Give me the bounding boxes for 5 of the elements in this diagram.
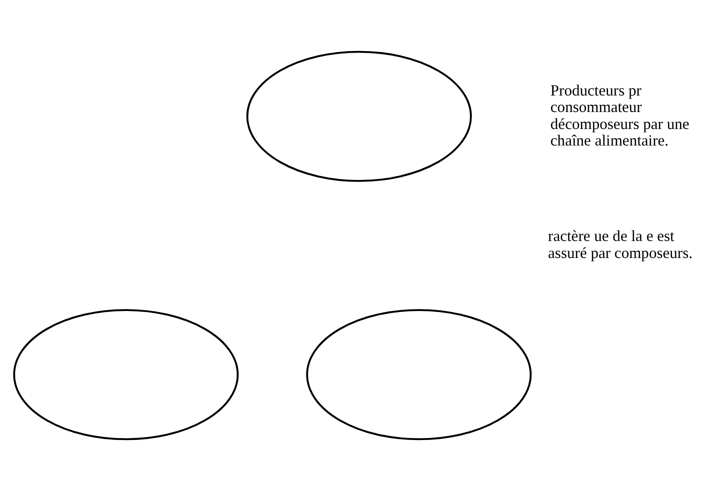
node-ellipse — [12, 308, 238, 440]
label: Producteurs pr consommateur décomposeurs par une chaîne alimentaire. — [550, 82, 689, 150]
node-ellipse — [246, 50, 472, 182]
node-ellipse — [306, 308, 532, 440]
label: ractère ue de la e est assuré par composeurs. — [548, 228, 692, 262]
